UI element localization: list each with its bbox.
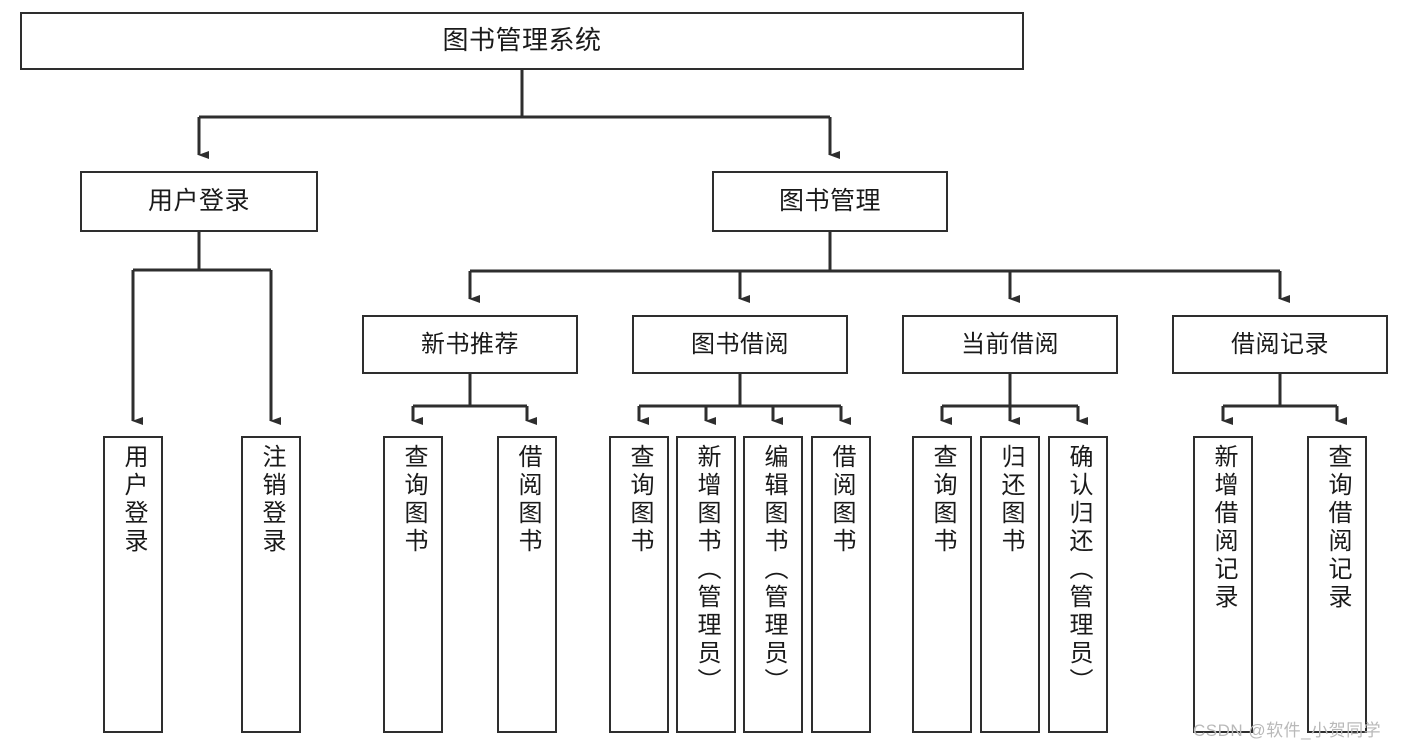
node-root-label: 图书管理系统 — [442, 25, 602, 56]
node-new-book-recommend[interactable]: 新书推荐 — [362, 315, 578, 374]
csdn-watermark: CSDN @软件_小贺同学 — [1193, 721, 1382, 740]
leaf-bb-add-book[interactable]: 新增图书（管理员） — [676, 436, 736, 733]
leaf-bb-edit-book-label: 编辑图书（管理员） — [760, 444, 787, 696]
leaf-logout-label: 注销登录 — [258, 444, 285, 556]
leaf-cb-confirm-return-label: 确认归还（管理员） — [1065, 444, 1092, 696]
node-book-borrow[interactable]: 图书借阅 — [632, 315, 848, 374]
leaf-bb-borrow-book[interactable]: 借阅图书 — [811, 436, 871, 733]
node-user-login[interactable]: 用户登录 — [80, 171, 318, 232]
leaf-user-login[interactable]: 用户登录 — [103, 436, 163, 733]
leaf-br-add-record[interactable]: 新增借阅记录 — [1193, 436, 1253, 733]
leaf-cb-confirm-return[interactable]: 确认归还（管理员） — [1048, 436, 1108, 733]
node-user-login-label: 用户登录 — [147, 187, 250, 216]
node-current-borrow[interactable]: 当前借阅 — [902, 315, 1118, 374]
leaf-cb-query-book[interactable]: 查询图书 — [912, 436, 972, 733]
leaf-br-add-record-label: 新增借阅记录 — [1210, 444, 1237, 612]
node-book-manage[interactable]: 图书管理 — [712, 171, 948, 232]
leaf-bb-query-book[interactable]: 查询图书 — [609, 436, 669, 733]
leaf-bb-query-book-label: 查询图书 — [626, 444, 653, 556]
leaf-new-book-borrow[interactable]: 借阅图书 — [497, 436, 557, 733]
leaf-bb-add-book-label: 新增图书（管理员） — [693, 444, 720, 696]
node-book-manage-label: 图书管理 — [778, 187, 881, 216]
leaf-user-login-label: 用户登录 — [120, 444, 147, 556]
leaf-new-book-query-label: 查询图书 — [400, 444, 427, 556]
node-book-borrow-label: 图书借阅 — [691, 330, 789, 358]
node-borrow-record-label: 借阅记录 — [1231, 330, 1329, 358]
leaf-cb-return-book[interactable]: 归还图书 — [980, 436, 1040, 733]
leaf-bb-edit-book[interactable]: 编辑图书（管理员） — [743, 436, 803, 733]
leaf-logout[interactable]: 注销登录 — [241, 436, 301, 733]
leaf-bb-borrow-book-label: 借阅图书 — [828, 444, 855, 556]
node-root[interactable]: 图书管理系统 — [20, 12, 1024, 70]
leaf-cb-query-book-label: 查询图书 — [929, 444, 956, 556]
node-current-borrow-label: 当前借阅 — [961, 330, 1059, 358]
leaf-new-book-query[interactable]: 查询图书 — [383, 436, 443, 733]
node-borrow-record[interactable]: 借阅记录 — [1172, 315, 1388, 374]
node-new-book-recommend-label: 新书推荐 — [421, 330, 519, 358]
leaf-cb-return-book-label: 归还图书 — [997, 444, 1024, 556]
leaf-br-query-record-label: 查询借阅记录 — [1324, 444, 1351, 612]
leaf-new-book-borrow-label: 借阅图书 — [514, 444, 541, 556]
leaf-br-query-record[interactable]: 查询借阅记录 — [1307, 436, 1367, 733]
